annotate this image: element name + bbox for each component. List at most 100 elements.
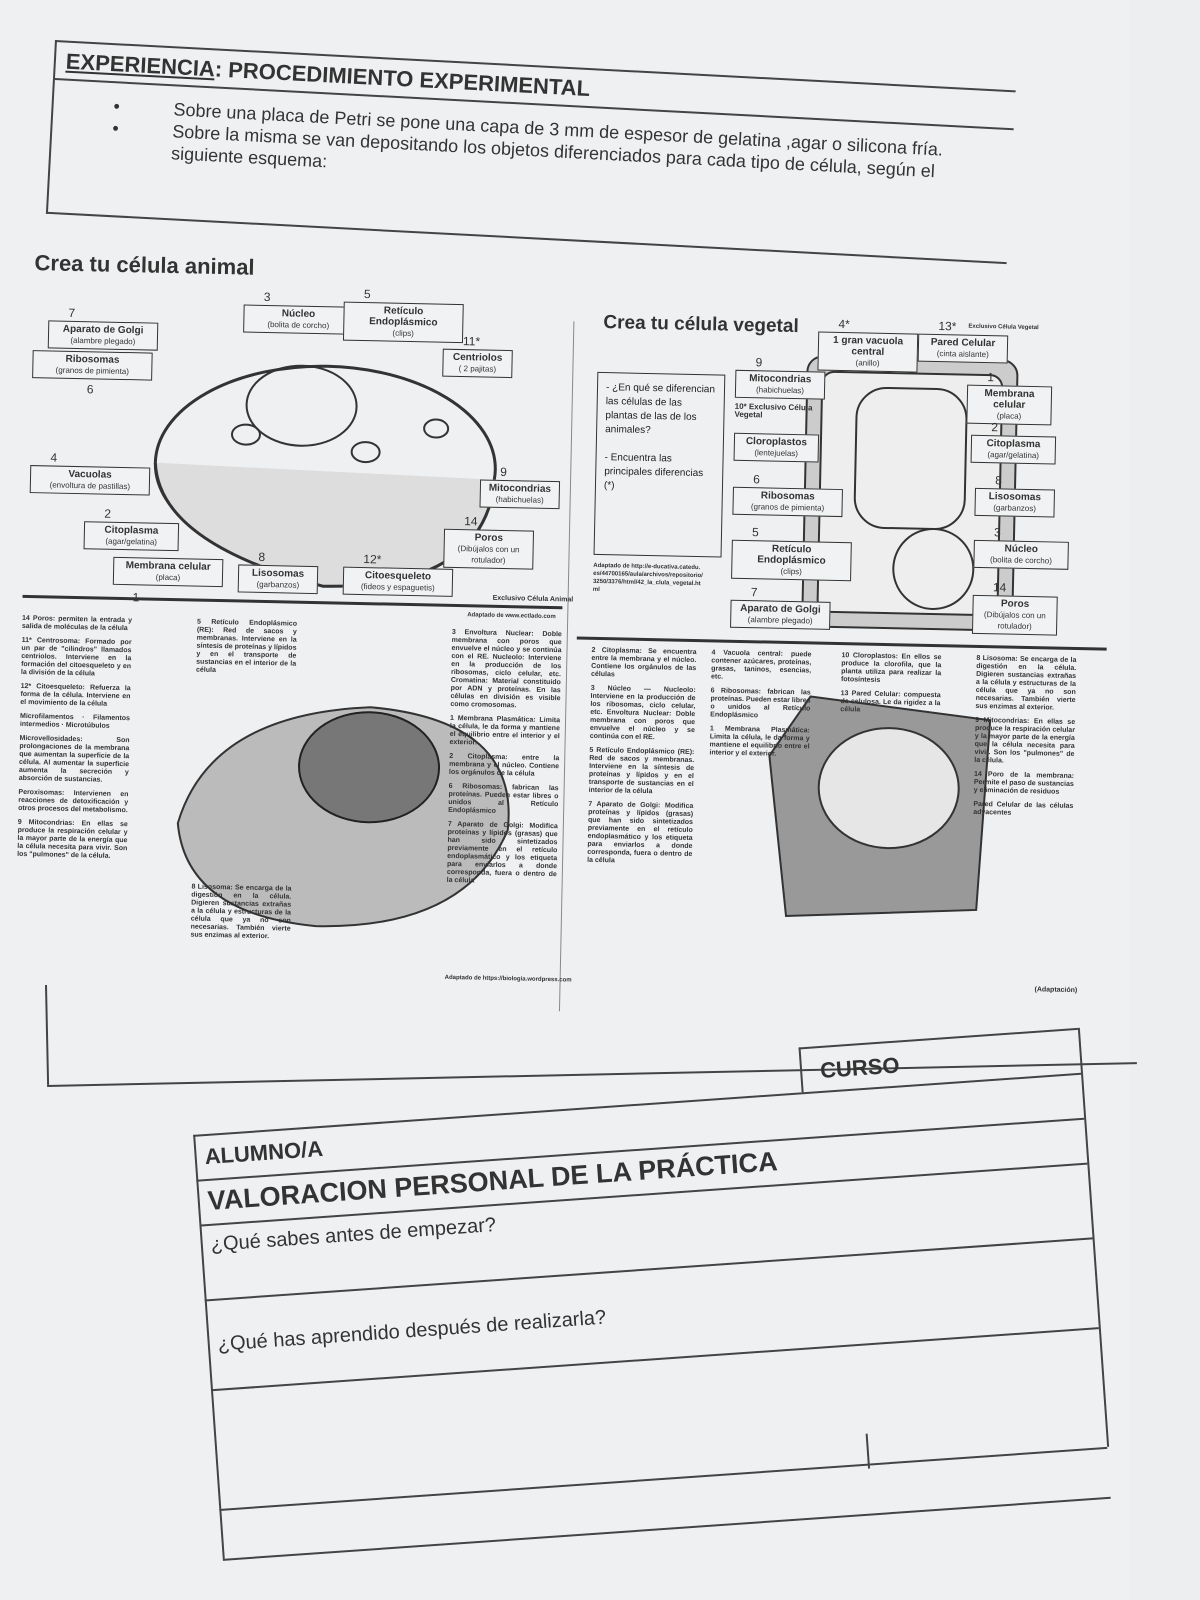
plant-source: Adaptado de http://e-ducativa.catedu.es/… [592, 562, 703, 594]
organelle-number: 2 [104, 506, 112, 521]
organelle-label: Lisosomas(garbanzos) [237, 564, 319, 595]
organelle-material: (envoltura de pastillas) [49, 480, 131, 492]
organelle-material: (clips) [392, 328, 414, 339]
organelle-description: 1 Membrana Plasmática: Limita la célula,… [449, 714, 561, 747]
form-line [219, 1446, 1108, 1511]
organelle-number: 6 [753, 472, 760, 487]
organelle-name: Núcleo [281, 308, 316, 320]
organelle-material: (granos de pimienta) [750, 502, 825, 513]
organelle-description: 3 Envoltura Nuclear: Doble membrana con … [450, 628, 562, 710]
organelle-number: 4 [50, 450, 58, 465]
organelle-label: Retículo Endoplásmico(clips) [342, 301, 464, 344]
organelle-material: (Dibújalos con un rotulador) [983, 610, 1046, 632]
organelle-description: 8 Lisosoma: Se encarga de la digestión e… [975, 654, 1077, 712]
organelle-material: (bolita de corcho) [990, 555, 1053, 566]
organelle-description: 7 Aparato de Golgi: Modifica proteínas y… [446, 820, 558, 885]
animal-source: Adaptado de www.ectlado.com [467, 612, 556, 621]
organelle-label: 1 gran vacuola central(anillo) [817, 331, 919, 373]
organelle-label: Núcleo(bolita de corcho) [243, 304, 354, 335]
cell-diagrams: Crea tu célula animal Crea tu célula veg… [14, 240, 1120, 1023]
organelle-description: 7 Aparato de Golgi: Modifica proteínas y… [587, 800, 694, 865]
organelle-material: (placa) [155, 572, 181, 583]
organelle-number: 9 [755, 355, 763, 370]
organelle-number: 12* [363, 552, 382, 567]
organelle-material: (clips) [780, 566, 802, 577]
organelle-description: 11* Centrosoma: Formado por un par de "c… [20, 636, 132, 678]
organelle-number: 7 [68, 305, 76, 320]
organelle-number: 2 [991, 420, 999, 435]
question-text: - ¿En qué se diferencian las células de … [605, 382, 716, 437]
organelle-description: 12* Citoesqueleto: Refuerza la forma de … [20, 682, 131, 708]
organelle-label: Centriolos( 2 pajitas) [442, 348, 513, 379]
organelle-material: (placa) [996, 411, 1022, 421]
curso-label: CURSO [819, 1052, 901, 1083]
organelle-material: (habichuelas) [495, 494, 544, 505]
organelle-material: (cinta aislante) [936, 349, 989, 360]
organelle-number: 3 [993, 525, 1001, 540]
organelle-label: Ribosomas(granos de pimienta) [32, 350, 153, 381]
organelle-material: (bolita de corcho) [267, 319, 330, 331]
organelle-label: Citoplasma(agar/gelatina) [970, 434, 1057, 465]
alumno-label: ALUMNO/A [203, 1135, 324, 1170]
organelle-number: 14 [464, 514, 478, 529]
organelle-material: (alambre plegado) [747, 615, 813, 626]
organelle-description: 13 Pared Celular: compuesta de celulosa.… [840, 690, 941, 714]
organelle-label: Retículo Endoplásmico(clips) [731, 539, 852, 582]
organelle-description: 2 Citoplasma: entre la membrana y el núc… [448, 752, 560, 778]
animal-cell-title: Crea tu célula animal [34, 250, 255, 280]
organelle-name: Membrana celular [984, 388, 1035, 411]
organelle-material: (garbanzos) [993, 503, 1037, 514]
organelle-description: Microvellosidades: Son prolongaciones de… [18, 734, 130, 784]
organelle-description: 10 Cloroplastos: En ellos se produce la … [840, 652, 942, 684]
organelle-material: (agar/gelatina) [105, 536, 158, 547]
organelle-name: Poros [474, 532, 504, 544]
organelle-description: 2 Citoplasma: Se encuentra entre la memb… [590, 646, 697, 679]
organelle-label: Mitocondrias(habichuelas) [479, 479, 561, 510]
organelle-description: 8 Lisosoma: Se encarga de la digestión e… [190, 883, 292, 941]
organelle-description: Peroxisomas: Intervienen en reacciones d… [18, 788, 129, 815]
organelle-material: ( 2 pajitas) [458, 364, 497, 374]
organelle-label: Núcleo(bolita de corcho) [973, 539, 1069, 570]
organelle-description: 5 Retículo Endoplásmico (RE): Red de sac… [588, 746, 695, 796]
organelle-label: Mitocondrias(habichuelas) [734, 369, 826, 400]
organelle-name: Vacuolas [68, 468, 112, 481]
organelle-material: (granos de pimienta) [55, 365, 130, 377]
organelle-material: (garbanzos) [256, 579, 300, 590]
organelle-name: Membrana celular [125, 560, 211, 573]
ribosomas-number: 6 [86, 382, 94, 397]
organelle-label: Citoesqueleto(fideos y espaguetis) [342, 566, 454, 597]
organelle-label: Poros(Dibújalos con un rotulador) [971, 594, 1058, 636]
plant-cell-title: Crea tu célula vegetal [603, 312, 799, 338]
plant-exclusive-10: 10* Exclusivo Célula Vegetal [734, 401, 813, 420]
organelle-description: 14 Poro de la membrana: Permite el paso … [973, 770, 1075, 796]
organelle-description: Pared Celular de las células adyacentes [973, 800, 1074, 817]
organelle-description: 14 Poros: permiten la entrada y salida d… [21, 614, 133, 633]
organelle-label: Poros(Dibújalos con un rotulador) [443, 528, 535, 570]
organelle-number: 5 [363, 287, 371, 302]
title-experiencia: EXPERIENCIA [65, 48, 216, 82]
organelle-description: 9 Mitocondrias: En ellas se produce la r… [17, 818, 128, 860]
organelle-description: 9 Mitocondrias: En ellas se produce la r… [974, 716, 1076, 765]
organelle-number: 1 [987, 370, 995, 385]
organelle-number: 8 [258, 549, 266, 564]
organelle-number: 13* [938, 319, 957, 334]
organelle-number: 4* [838, 316, 850, 332]
organelle-label: Aparato de Golgi(alambre plegado) [47, 320, 159, 351]
organelle-name: Núcleo [1004, 543, 1039, 556]
animal-cell-detail-drawing [176, 706, 510, 928]
student-form: CURSO ALUMNO/A VALORACION PERSONAL DE LA… [190, 1027, 1111, 1561]
organelle-number: 8 [995, 473, 1003, 488]
organelle-number: 9 [500, 464, 508, 480]
organelle-label: Membrana celular(placa) [112, 556, 224, 588]
organelle-label: Lisosomas(garbanzos) [974, 487, 1055, 518]
organelle-description: 1 Membrana Plasmática: Limita la célula,… [709, 725, 810, 758]
organelle-label: Vacuolas(envoltura de pastillas) [29, 465, 151, 496]
organelle-material: (anillo) [855, 358, 880, 368]
organelle-material: (habichuelas) [755, 385, 805, 396]
organelle-number: 7 [750, 585, 758, 600]
procedure-list: Sobre una placa de Petri se pone una cap… [111, 95, 1003, 207]
organelle-label: Cloroplastos(lentejuelas) [733, 432, 820, 463]
organelle-label: Pared Celular(cinta aislante) [917, 333, 1009, 364]
organelle-description: 6 Ribosomas: fabrican las proteínas. Pue… [448, 782, 559, 815]
organelle-material: (agar/gelatina) [987, 450, 1040, 461]
